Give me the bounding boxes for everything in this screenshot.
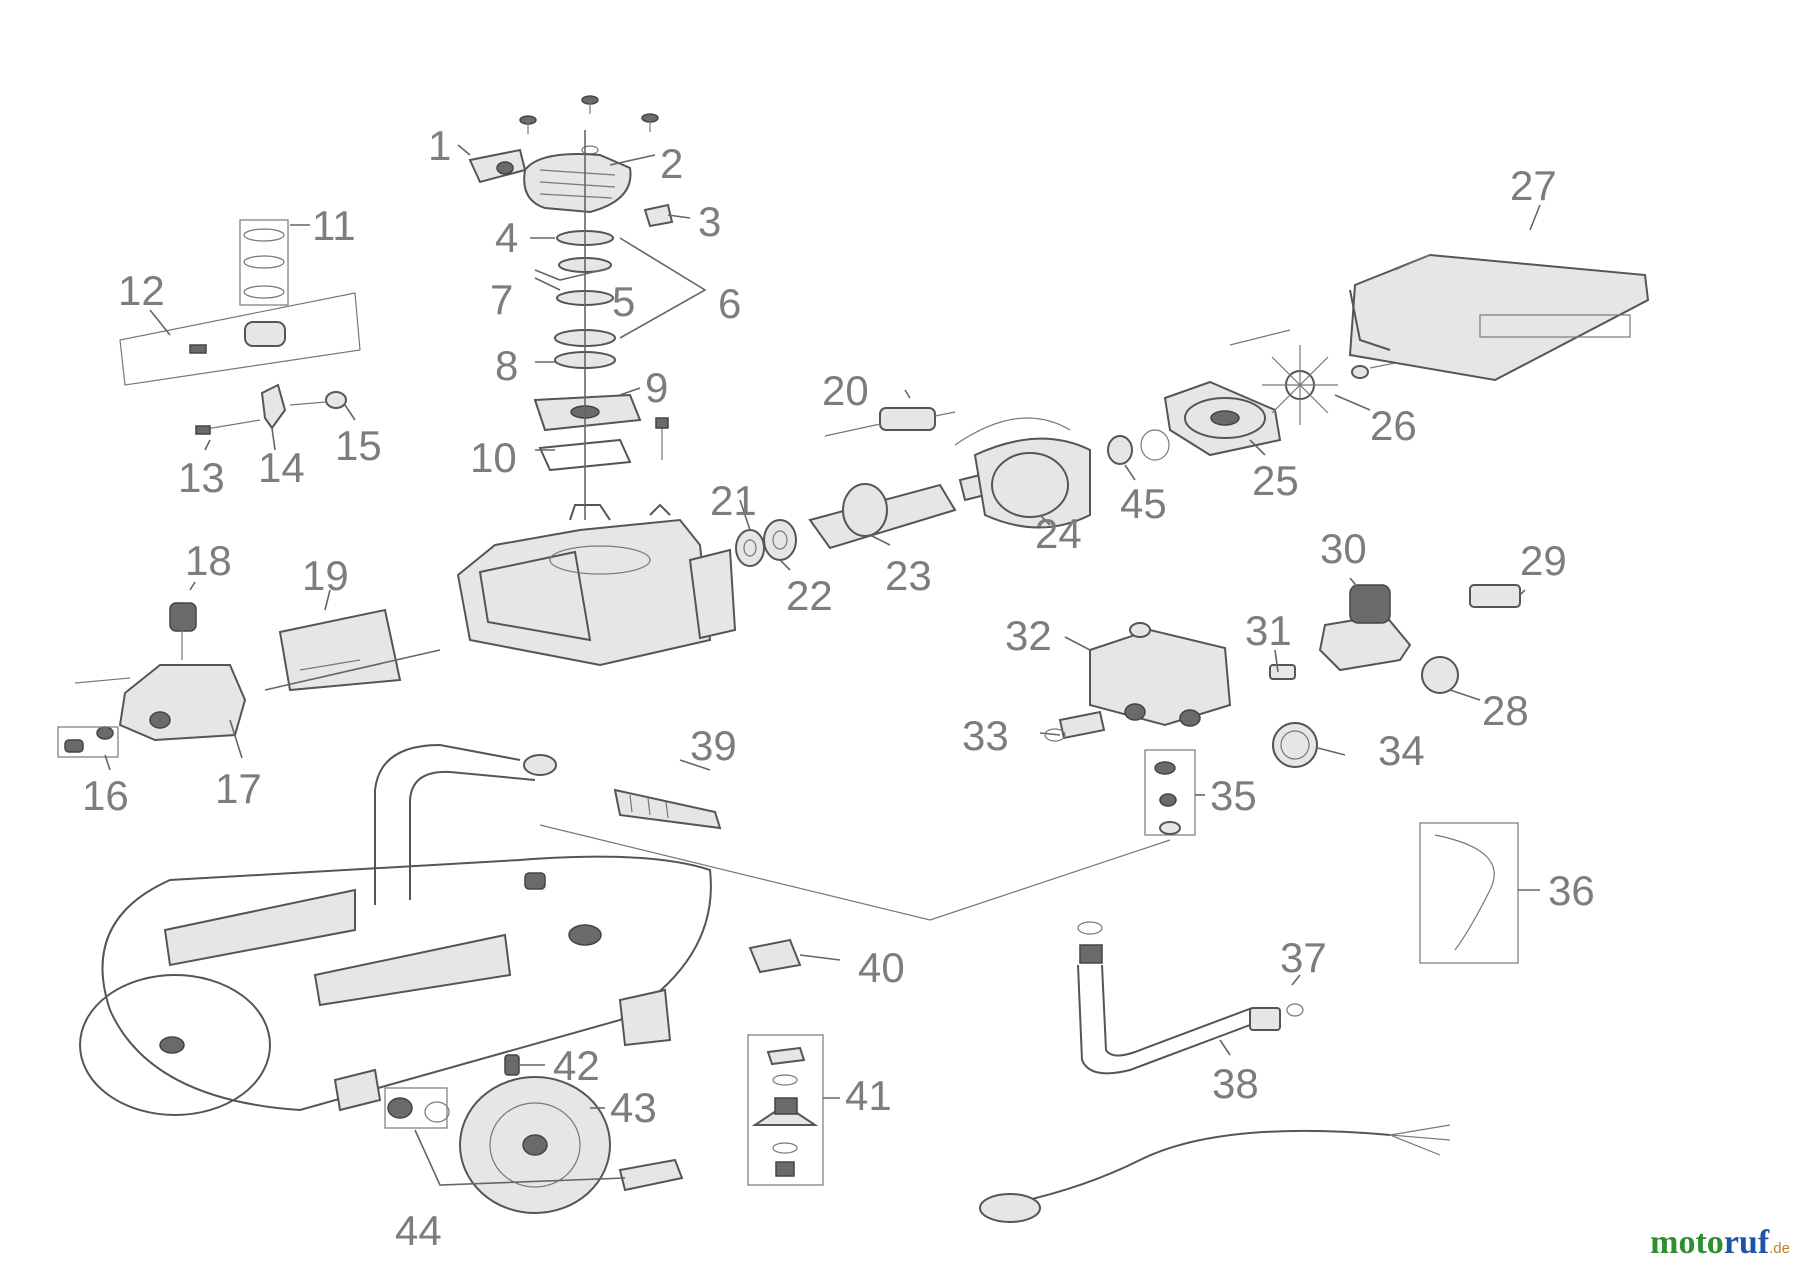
part-label-40: 40: [858, 944, 905, 991]
part-label-23: 23: [885, 552, 932, 599]
part-label-26: 26: [1370, 402, 1417, 449]
part-label-22: 22: [786, 572, 833, 619]
part-label-33: 33: [962, 712, 1009, 759]
part-label-38: 38: [1212, 1060, 1259, 1107]
outlet-tube: [1419, 822, 1519, 964]
capacitor: [824, 407, 956, 437]
part-label-6: 6: [718, 280, 741, 327]
part-label-27: 27: [1510, 162, 1557, 209]
part-label-42: 42: [553, 1042, 600, 1089]
brand-tld: .de: [1769, 1240, 1790, 1257]
part-label-9: 9: [645, 364, 668, 411]
cover-panel: [264, 608, 441, 692]
piston-ring-set: [119, 219, 361, 386]
part-label-19: 19: [302, 552, 349, 599]
part-label-39: 39: [690, 722, 737, 769]
part-label-18: 18: [185, 537, 232, 584]
part-label-43: 43: [610, 1084, 657, 1131]
air-tank: [79, 743, 1171, 1116]
part-label-8: 8: [495, 342, 518, 389]
part-label-24: 24: [1035, 510, 1082, 557]
part-label-35: 35: [1210, 772, 1257, 819]
power-cord: [979, 1124, 1451, 1223]
crankshaft-motor: [735, 329, 1401, 567]
part-label-25: 25: [1252, 457, 1299, 504]
valve-plate-housing: [57, 602, 247, 758]
part-label-12: 12: [118, 267, 165, 314]
part-label-4: 4: [495, 214, 518, 261]
belt-guard: [1348, 253, 1650, 382]
part-label-31: 31: [1245, 607, 1292, 654]
wheel: [384, 1076, 684, 1214]
part-labels: 1 2 3 4 5 6 7 8 9 10 11 12 13 14 15 16 1…: [82, 122, 1595, 1254]
brand-name-part2: ruf: [1723, 1224, 1770, 1261]
part-label-1: 1: [428, 122, 451, 169]
part-label-17: 17: [215, 765, 262, 812]
part-label-37: 37: [1280, 934, 1327, 981]
part-label-30: 30: [1320, 525, 1367, 572]
drain-valve-assembly: [747, 1034, 824, 1186]
discharge-hose: [1077, 921, 1304, 1075]
part-label-34: 34: [1378, 727, 1425, 774]
pressure-gauge-fitting: [1144, 749, 1196, 836]
fan: [1262, 345, 1338, 425]
part-label-3: 3: [698, 198, 721, 245]
part-label-10: 10: [470, 434, 517, 481]
part-label-32: 32: [1005, 612, 1052, 659]
part-label-44: 44: [395, 1207, 442, 1254]
pressure-regulator: [1269, 584, 1521, 768]
part-label-5: 5: [612, 278, 635, 325]
part-label-2: 2: [660, 140, 683, 187]
part-label-29: 29: [1520, 537, 1567, 584]
brand-name-part1: moto: [1650, 1224, 1724, 1261]
brand-logo: motoruf.de: [1650, 1224, 1790, 1262]
leader-lines: [104, 144, 1541, 1186]
part-label-15: 15: [335, 422, 382, 469]
part-label-21: 21: [710, 477, 757, 524]
part-label-7: 7: [490, 276, 513, 323]
part-label-16: 16: [82, 772, 129, 819]
part-label-28: 28: [1482, 687, 1529, 734]
part-label-41: 41: [845, 1072, 892, 1119]
part-label-20: 20: [822, 367, 869, 414]
part-label-45: 45: [1120, 480, 1167, 527]
pressure-switch: [1044, 622, 1232, 742]
connecting-rod-parts: [195, 383, 347, 435]
part-label-11: 11: [312, 202, 356, 249]
part-label-14: 14: [258, 444, 305, 491]
part-label-36: 36: [1548, 867, 1595, 914]
crankcase: [456, 503, 737, 667]
part-label-13: 13: [178, 454, 225, 501]
